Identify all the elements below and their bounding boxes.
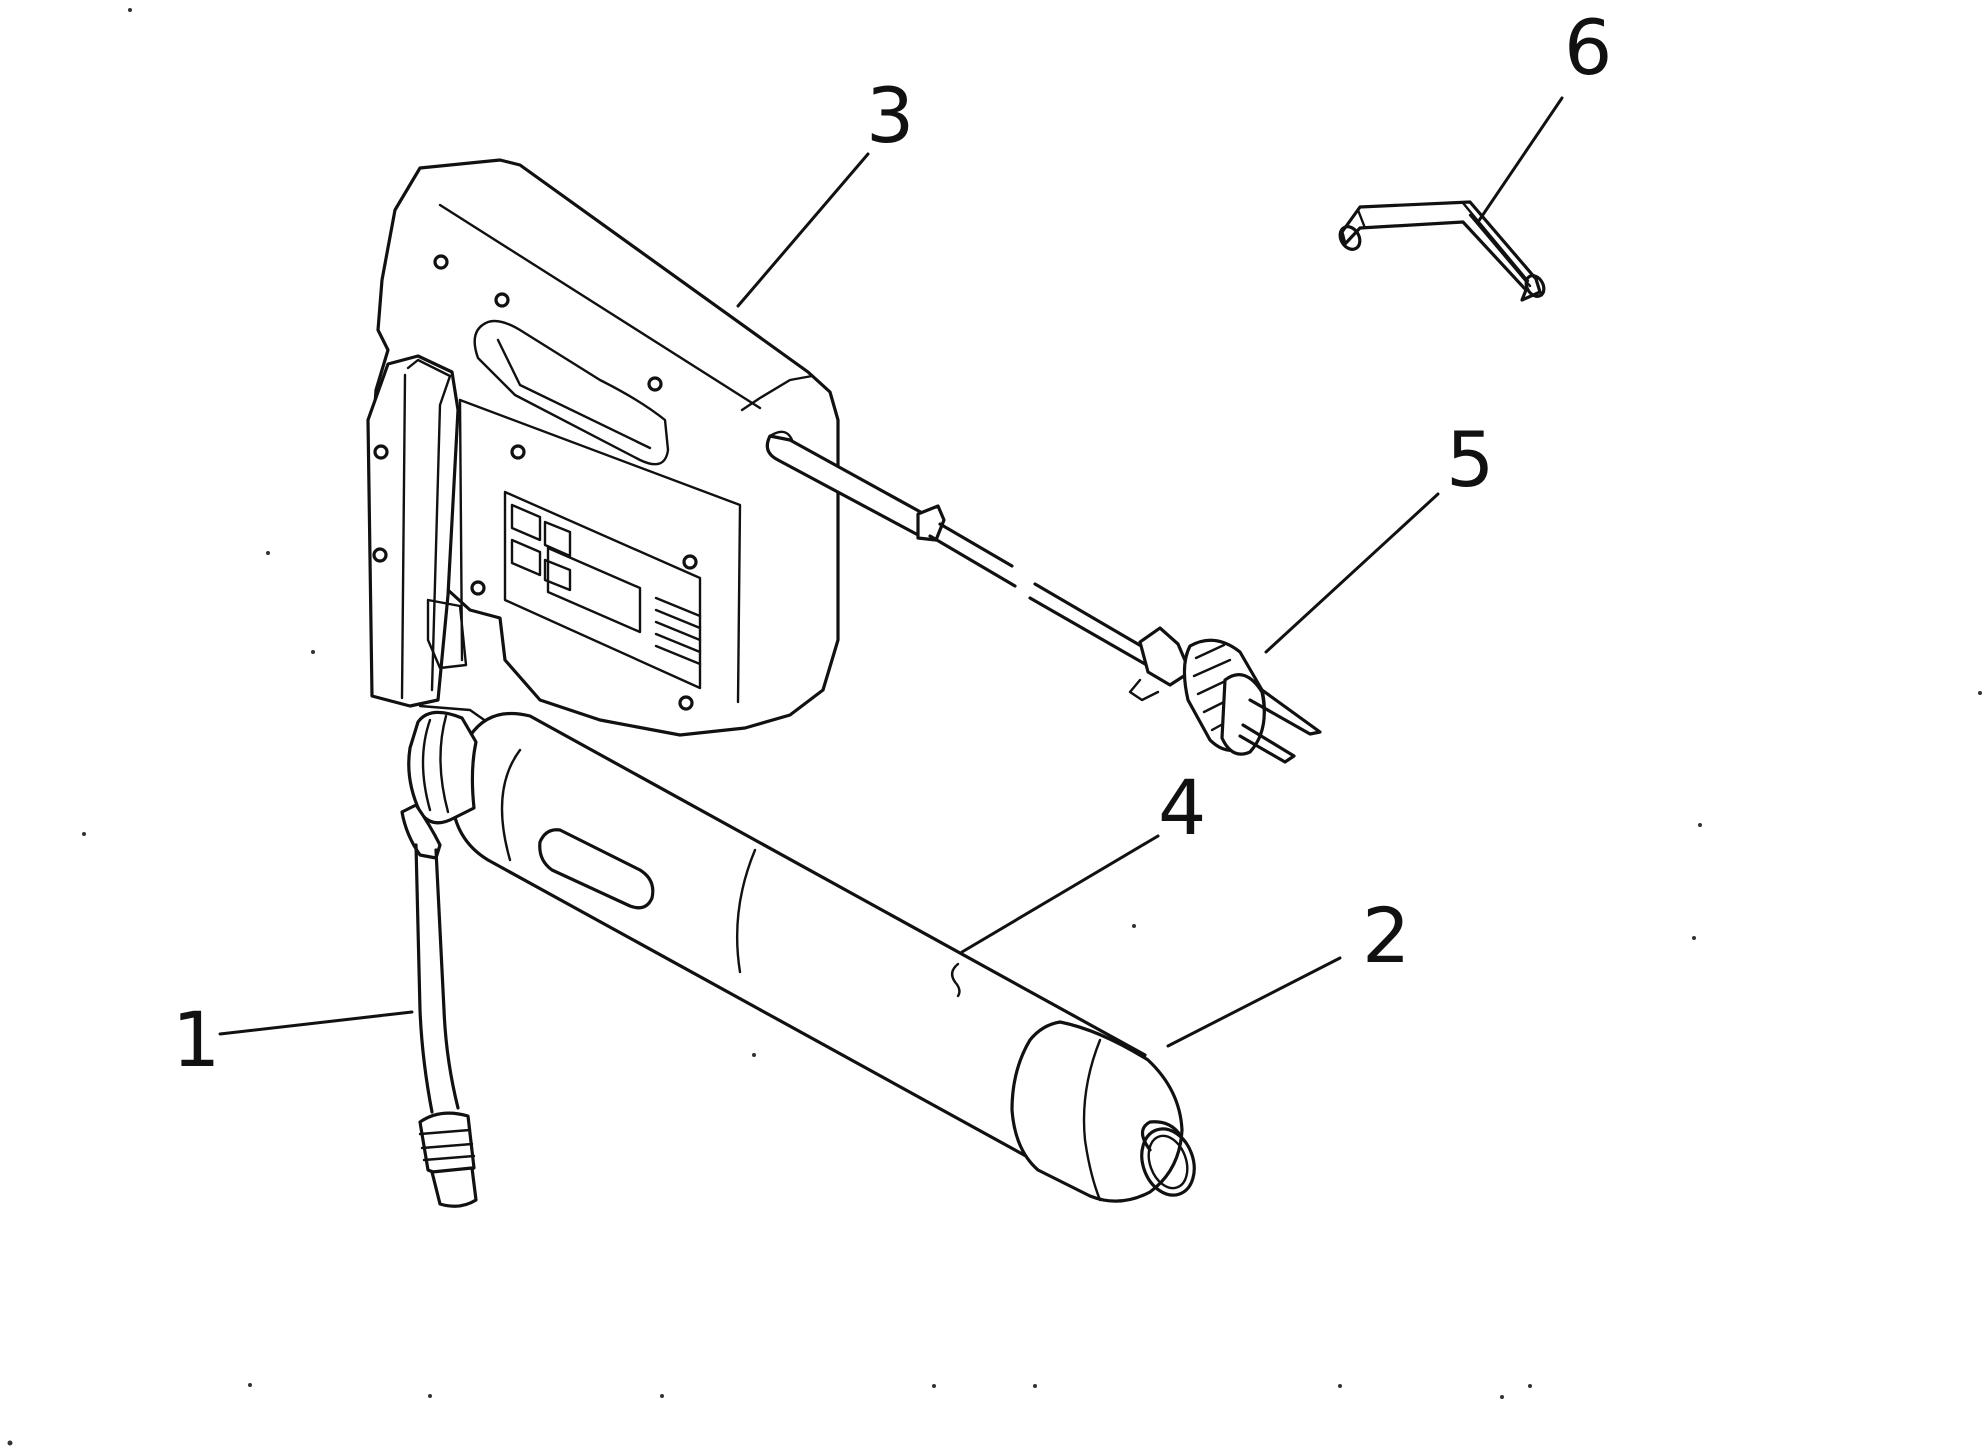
power-cord-part: [928, 522, 1322, 764]
callout-3: 3: [866, 71, 914, 160]
grease-barrel-part: [407, 710, 1196, 1203]
callout-6: 6: [1564, 3, 1612, 92]
hex-key-part: [1338, 200, 1546, 302]
leader-6: [1476, 96, 1564, 224]
leader-2: [1166, 956, 1342, 1048]
leader-5: [1264, 492, 1440, 654]
callout-5: 5: [1446, 415, 1494, 504]
part-4-marker: [950, 962, 961, 998]
scan-specks: [7, 8, 1982, 1446]
callout-labels: 1 2 3 4 5 6: [172, 3, 1612, 1084]
leader-3: [736, 152, 870, 308]
leader-4: [960, 834, 1160, 954]
callout-4: 4: [1158, 763, 1206, 852]
motor-housing-part: [366, 158, 946, 744]
grease-hose-part: [400, 803, 478, 1208]
callout-1: 1: [172, 995, 220, 1084]
callout-2: 2: [1362, 891, 1410, 980]
leader-1: [218, 1010, 414, 1036]
leader-lines: [218, 96, 1564, 1048]
